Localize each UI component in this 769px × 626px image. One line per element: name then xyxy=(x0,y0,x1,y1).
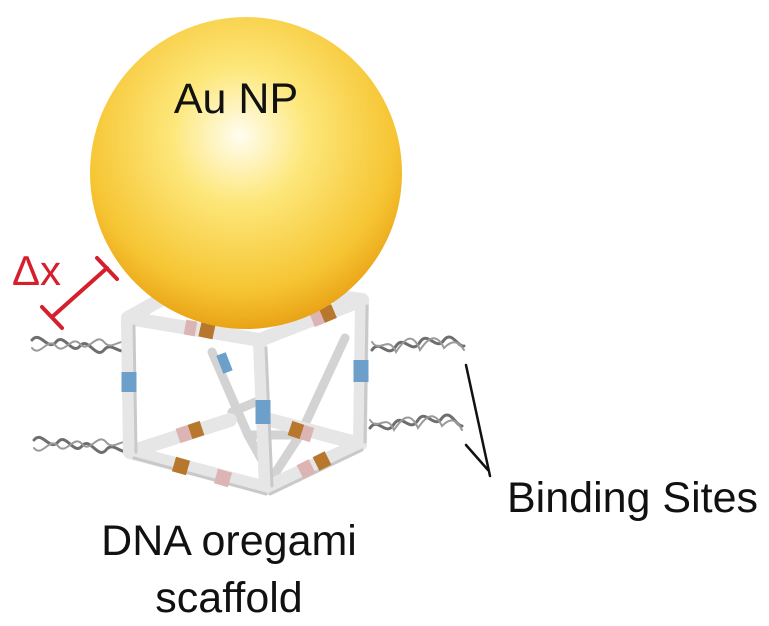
dna-strand-left-upper xyxy=(30,336,132,354)
gold-nanoparticle xyxy=(90,17,402,329)
dna-strand-left-lower xyxy=(32,436,136,454)
dna-binding-strands xyxy=(30,335,466,454)
delta-x-label: Δx xyxy=(12,247,61,294)
nanoparticle-label: Au NP xyxy=(174,75,298,123)
scaffold-label-line1: DNA oregami xyxy=(101,517,357,565)
binding-sites-leader-lines xyxy=(464,363,492,478)
scaffold-label-line2: scaffold xyxy=(155,574,302,622)
delta-x-marker xyxy=(40,256,119,330)
dna-strand-right-upper xyxy=(370,335,466,355)
binding-sites-label: Binding Sites xyxy=(507,474,758,522)
dna-strand-right-lower xyxy=(368,413,464,433)
